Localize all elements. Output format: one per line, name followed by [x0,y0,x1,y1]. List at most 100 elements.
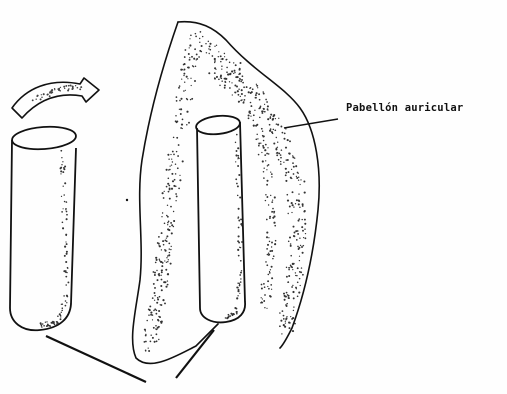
stipple-dot [235,161,236,162]
stipple-dot [269,241,271,243]
stipple-dot [159,296,161,298]
auricle-stipple [144,31,307,352]
stipple-dot [277,124,279,126]
stipple-dot [64,201,66,203]
stipple-dot [262,160,264,162]
stipple-dot [154,272,156,274]
stipple-dot [236,311,238,313]
stipple-dot [190,78,191,79]
stipple-dot [209,45,211,47]
stipple-dot [277,147,278,148]
stipple-dot [271,246,272,247]
stipple-dot [264,286,266,288]
stipple-dot [281,149,283,151]
stipple-dot [175,186,176,187]
stipple-dot [202,36,203,37]
stipple-dot [301,246,303,248]
stipple-dot [222,58,224,60]
stipple-dot [257,138,258,139]
stipple-dot [297,233,299,235]
stipple-dot [234,70,236,72]
stipple-dot [289,327,291,329]
stipple-dot [231,70,233,72]
stipple-dot [304,210,306,212]
stipple-dot [32,99,34,101]
stipple-dot [266,248,268,250]
stipple-dot [144,329,146,331]
stipple-dot [221,59,222,60]
stipple-dot [243,101,244,102]
stipple-dot [297,267,299,269]
stipple-dot [275,243,277,245]
stipple-dot [266,169,267,170]
stipple-dot [237,289,239,291]
stipple-dot [146,320,148,322]
stipple-dot [266,153,268,155]
stipple-dot [271,250,273,252]
stipple-dot [175,173,177,175]
stipple-dot [293,297,295,299]
stipple-dot [264,111,266,113]
stipple-dot [153,283,155,285]
stipple-dot [284,326,286,328]
stipple-dot [156,302,158,304]
stipple-dot [60,170,62,172]
stipple-dot [173,220,175,222]
stipple-dot [168,178,170,180]
stipple-dot [209,49,211,51]
stipple-dot [209,53,210,54]
stipple-dot [263,108,265,110]
stipple-dot [298,248,300,250]
stipple-dot [239,293,240,294]
stipple-dot [216,76,218,78]
stipple-dot [61,157,62,158]
stipple-dot [291,212,292,213]
stipple-dot [214,72,216,74]
stipple-dot [169,226,170,227]
stipple-dot [159,259,161,261]
stipple-dot [244,95,246,97]
stipple-dot [40,322,42,324]
stipple-dot [293,310,294,311]
stipple-dot [229,62,231,64]
stipple-dot [297,282,299,284]
stipple-dot [289,140,291,142]
stipple-dot [168,243,170,245]
stipple-dot [286,305,288,307]
stipple-dot [279,312,281,314]
stipple-dot [275,240,277,242]
stipple-dot [41,94,42,95]
stipple-dot [302,252,304,254]
stipple-dot [240,278,241,279]
stipple-dot [283,315,285,317]
stipple-dot [170,263,172,265]
stipple-dot [298,173,299,174]
stipple-dot [220,61,222,63]
stipple-dot [267,286,268,287]
stipple-dot [182,119,184,121]
stipple-dot [171,232,173,234]
stipple-dot [201,45,203,47]
stipple-dot [261,302,263,304]
stipple-dot [160,285,162,287]
stipple-dot [154,300,155,301]
stipple-dot [283,318,285,320]
stipple-dot [274,196,276,198]
stipple-dot [263,136,264,137]
stipple-dot [292,269,293,270]
stipple-dot [239,247,240,248]
stipple-dot [266,232,268,234]
stipple-dot [174,179,176,181]
stipple-dot [180,113,182,115]
stipple-dot [154,295,156,297]
stipple-dot [294,323,296,325]
stipple-dot [270,296,272,298]
stipple-dot [287,200,289,202]
stipple-dot [41,96,43,98]
stipple-dot [65,276,67,278]
stipple-dot [157,242,158,243]
stipple-dot [283,293,285,295]
stipple-dot [283,162,284,163]
stipple-dot [276,154,278,156]
stipple-dot [267,118,269,120]
